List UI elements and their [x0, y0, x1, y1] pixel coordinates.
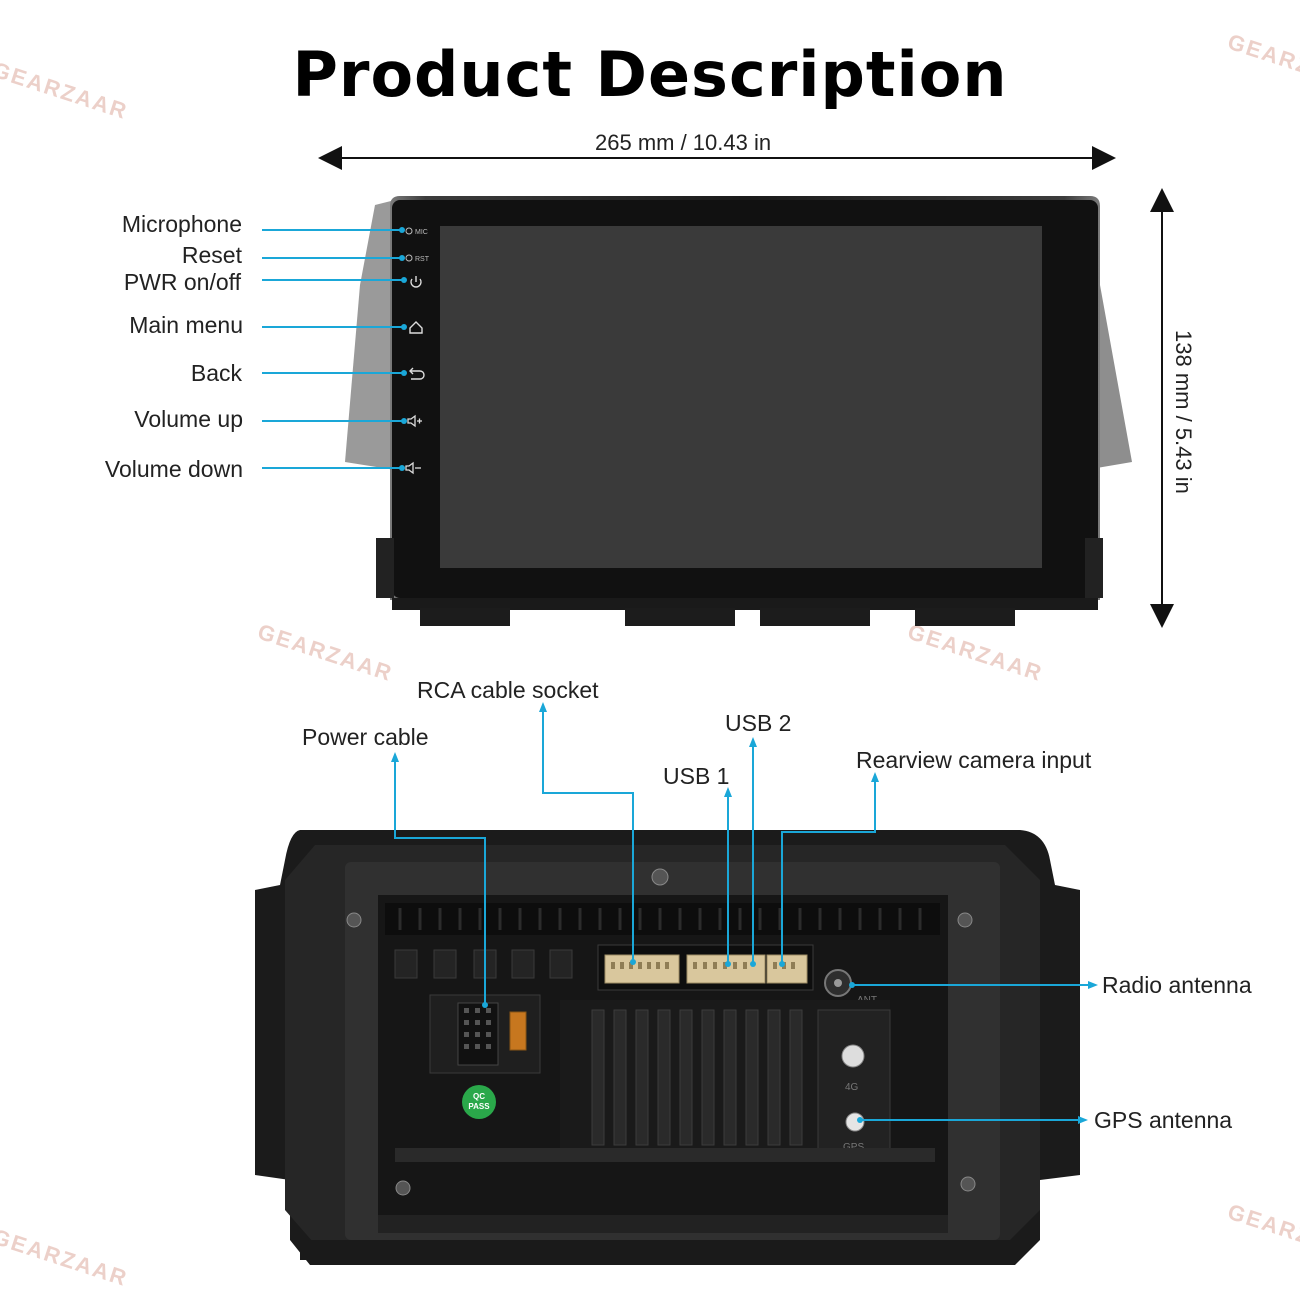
- mic-mark: MIC: [415, 229, 428, 236]
- label-reset: Reset: [181, 242, 242, 268]
- display-screen: [440, 226, 1042, 568]
- front-unit: MIC RST: [345, 196, 1132, 626]
- label-radio-antenna: Radio antenna: [1102, 972, 1252, 998]
- label-usb1: USB 1: [663, 763, 730, 789]
- label-main-menu: Main menu: [129, 312, 243, 338]
- qc-pass-badge: [462, 1085, 496, 1119]
- front-leader-lines: [262, 229, 402, 469]
- fuse: [509, 1011, 527, 1051]
- label-volume-down: Volume down: [104, 456, 243, 482]
- label-back: Back: [190, 360, 242, 386]
- height-dimension-label: 138 mm / 5.43 in: [1171, 330, 1196, 494]
- 4g-mark: 4G: [845, 1082, 859, 1093]
- label-usb2: USB 2: [725, 710, 792, 736]
- label-microphone: Microphone: [121, 211, 242, 237]
- svg-text:PASS: PASS: [468, 1102, 490, 1111]
- reset-hole-icon: [405, 254, 413, 262]
- label-power: PWR on/off: [123, 269, 241, 295]
- back-icon: [409, 367, 425, 380]
- svg-text:QC: QC: [473, 1092, 485, 1101]
- volume-up-icon: [407, 414, 422, 428]
- rear-leader-lines: [394, 710, 1090, 1121]
- 4g-socket: [841, 1044, 865, 1068]
- label-gps-antenna: GPS antenna: [1094, 1107, 1233, 1133]
- rear-unit: ANT QC PASS 4G GPS: [255, 830, 1080, 1265]
- rst-mark: RST: [415, 256, 430, 263]
- home-icon: [409, 321, 423, 334]
- mic-hole-icon: [405, 227, 413, 235]
- power-icon: [410, 276, 422, 288]
- label-rca-socket: RCA cable socket: [417, 677, 599, 703]
- label-volume-up: Volume up: [134, 406, 243, 432]
- width-dimension-label: 265 mm / 10.43 in: [595, 130, 772, 155]
- page-title: Product Description: [292, 38, 1008, 111]
- label-rearview-camera: Rearview camera input: [856, 747, 1092, 773]
- volume-down-icon: [405, 461, 421, 475]
- label-power-cable: Power cable: [302, 724, 429, 750]
- gps-mark: GPS: [843, 1142, 864, 1153]
